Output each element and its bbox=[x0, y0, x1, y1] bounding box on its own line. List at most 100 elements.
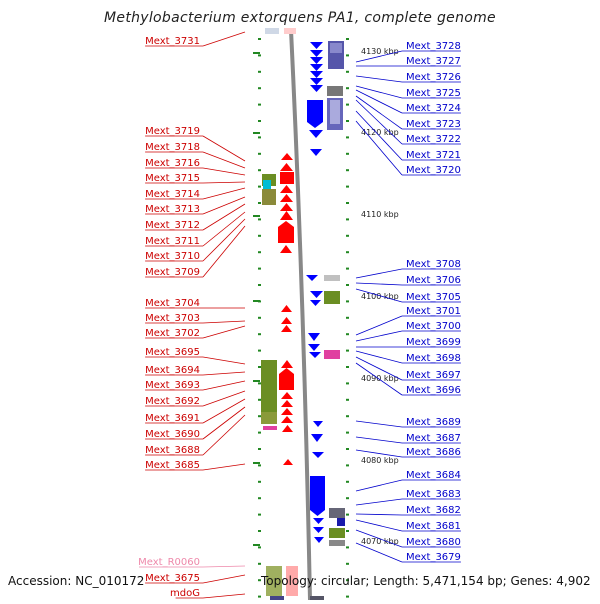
tick-mark-left bbox=[258, 202, 261, 204]
gene-arrow-reverse bbox=[313, 527, 324, 533]
right-gene-label: Mext_3684 bbox=[406, 470, 461, 481]
ruler-label: 4080 kbp bbox=[361, 456, 399, 465]
right-leader-line bbox=[355, 356, 403, 381]
gene-box-olive bbox=[266, 566, 282, 596]
right-gene-label: Mext_3683 bbox=[406, 489, 461, 500]
left-leader-line bbox=[202, 390, 246, 407]
left-gene-label: Mext_3731 bbox=[145, 36, 200, 47]
left-leader-line bbox=[202, 151, 246, 169]
right-leader-line bbox=[355, 498, 403, 506]
gene-arrow-forward bbox=[280, 185, 293, 193]
left-leader-line bbox=[202, 196, 246, 215]
gene-box-olive bbox=[329, 528, 345, 538]
right-gene-label: Mext_3687 bbox=[406, 433, 461, 444]
left-leader-line bbox=[202, 398, 246, 424]
gene-arrow-reverse bbox=[306, 275, 318, 281]
left-gene-label: Mext_3694 bbox=[145, 365, 200, 376]
gene-box-magenta bbox=[263, 426, 277, 430]
gene-box bbox=[286, 566, 298, 596]
right-leader-line bbox=[355, 89, 403, 114]
tick-mark-right bbox=[346, 267, 349, 270]
left-gene-label: Mext_3703 bbox=[145, 313, 200, 324]
tick-mark-left bbox=[258, 70, 261, 73]
left-leader-line bbox=[202, 356, 246, 365]
tick-mark-right bbox=[346, 54, 349, 57]
tick-mark-right bbox=[346, 464, 349, 467]
gene-arrow-reverse bbox=[314, 537, 324, 543]
major-tick-left bbox=[253, 132, 260, 134]
major-tick-left bbox=[253, 52, 260, 54]
gene-arrow-reverse bbox=[310, 300, 321, 306]
major-tick-left bbox=[253, 462, 260, 464]
tick-mark-left bbox=[258, 464, 261, 467]
gene-arrow-reverse bbox=[311, 434, 323, 442]
left-gene-label: Mext_3688 bbox=[145, 445, 200, 456]
tick-mark-right bbox=[346, 87, 349, 90]
tick-mark-right bbox=[346, 595, 349, 598]
gene-arrow-forward bbox=[281, 360, 293, 368]
gene-arrow-reverse bbox=[310, 78, 323, 85]
right-leader-line bbox=[355, 519, 403, 532]
right-leader-line bbox=[355, 513, 403, 516]
gene-arrow-forward bbox=[283, 459, 293, 465]
right-leader-line bbox=[355, 330, 403, 342]
tick-mark-left bbox=[258, 382, 261, 385]
tick-mark-right bbox=[346, 415, 349, 418]
gene-box-grey bbox=[310, 596, 324, 600]
gene-arrow-reverse bbox=[310, 149, 322, 156]
tick-mark-right bbox=[346, 136, 349, 139]
right-gene-label: Mext_3679 bbox=[406, 552, 461, 563]
left-gene-label: Mext_3695 bbox=[145, 347, 200, 358]
left-gene-label: Mext_3718 bbox=[145, 142, 200, 153]
gene-arrow-forward bbox=[282, 425, 293, 432]
gene-arrow-reverse bbox=[310, 291, 323, 298]
left-leader-line bbox=[202, 225, 246, 278]
left-leader-line bbox=[202, 135, 246, 162]
left-gene-label: Mext_3702 bbox=[145, 328, 200, 339]
left-leader-line bbox=[202, 320, 246, 324]
tick-mark-right bbox=[346, 366, 349, 368]
right-gene-label: Mext_3720 bbox=[406, 165, 461, 176]
ruler-label: 4100 kbp bbox=[361, 292, 399, 301]
ruler-label: 4120 kbp bbox=[361, 128, 399, 137]
genome-title: Methylobacterium extorquens PA1, complet… bbox=[104, 10, 496, 26]
tick-mark-right bbox=[346, 218, 349, 221]
gene-arrow-reverse bbox=[313, 518, 324, 524]
left-leader-line bbox=[202, 406, 246, 440]
gene-arrow-reverse bbox=[309, 130, 323, 138]
tick-mark-left bbox=[258, 333, 261, 336]
gene-arrow-forward bbox=[281, 305, 292, 312]
tick-mark-left bbox=[258, 120, 261, 122]
right-gene-label: Mext_3706 bbox=[406, 275, 461, 286]
right-gene-label: Mext_3696 bbox=[406, 385, 461, 396]
tick-mark-left bbox=[258, 562, 261, 565]
gene-block-forward bbox=[279, 368, 294, 390]
tick-mark-left bbox=[258, 480, 261, 483]
tick-mark-left bbox=[258, 169, 261, 172]
left-gene-label: Mext_3713 bbox=[145, 204, 200, 215]
right-gene-label: Mext_3689 bbox=[406, 417, 461, 428]
right-gene-label: Mext_3682 bbox=[406, 505, 461, 516]
gene-arrow-reverse bbox=[308, 344, 320, 351]
tick-mark-right bbox=[346, 251, 349, 254]
right-leader-line bbox=[355, 99, 403, 145]
tick-mark-left bbox=[258, 513, 261, 516]
left-gene-label: Mext_3704 bbox=[145, 298, 200, 309]
gene-arrow-reverse bbox=[310, 42, 323, 49]
gene-arrow-reverse bbox=[310, 64, 323, 71]
right-leader-line bbox=[355, 120, 403, 176]
tick-mark-left bbox=[258, 431, 261, 434]
gene-arrow-reverse bbox=[313, 421, 323, 427]
gene-arrow-forward bbox=[281, 325, 292, 332]
right-gene-label: Mext_3705 bbox=[406, 292, 461, 303]
left-leader-line bbox=[202, 325, 246, 339]
tick-columns bbox=[253, 38, 349, 598]
tick-mark-right bbox=[346, 480, 349, 483]
right-gene-label: Mext_3721 bbox=[406, 150, 461, 161]
left-gene-label: Mext_3685 bbox=[145, 460, 200, 471]
gene-block-reverse bbox=[310, 476, 325, 516]
tick-mark-right bbox=[346, 398, 349, 401]
tick-mark-right bbox=[346, 234, 349, 237]
left-gene-label: Mext_3712 bbox=[145, 220, 200, 231]
right-gene-label: Mext_3697 bbox=[406, 370, 461, 381]
